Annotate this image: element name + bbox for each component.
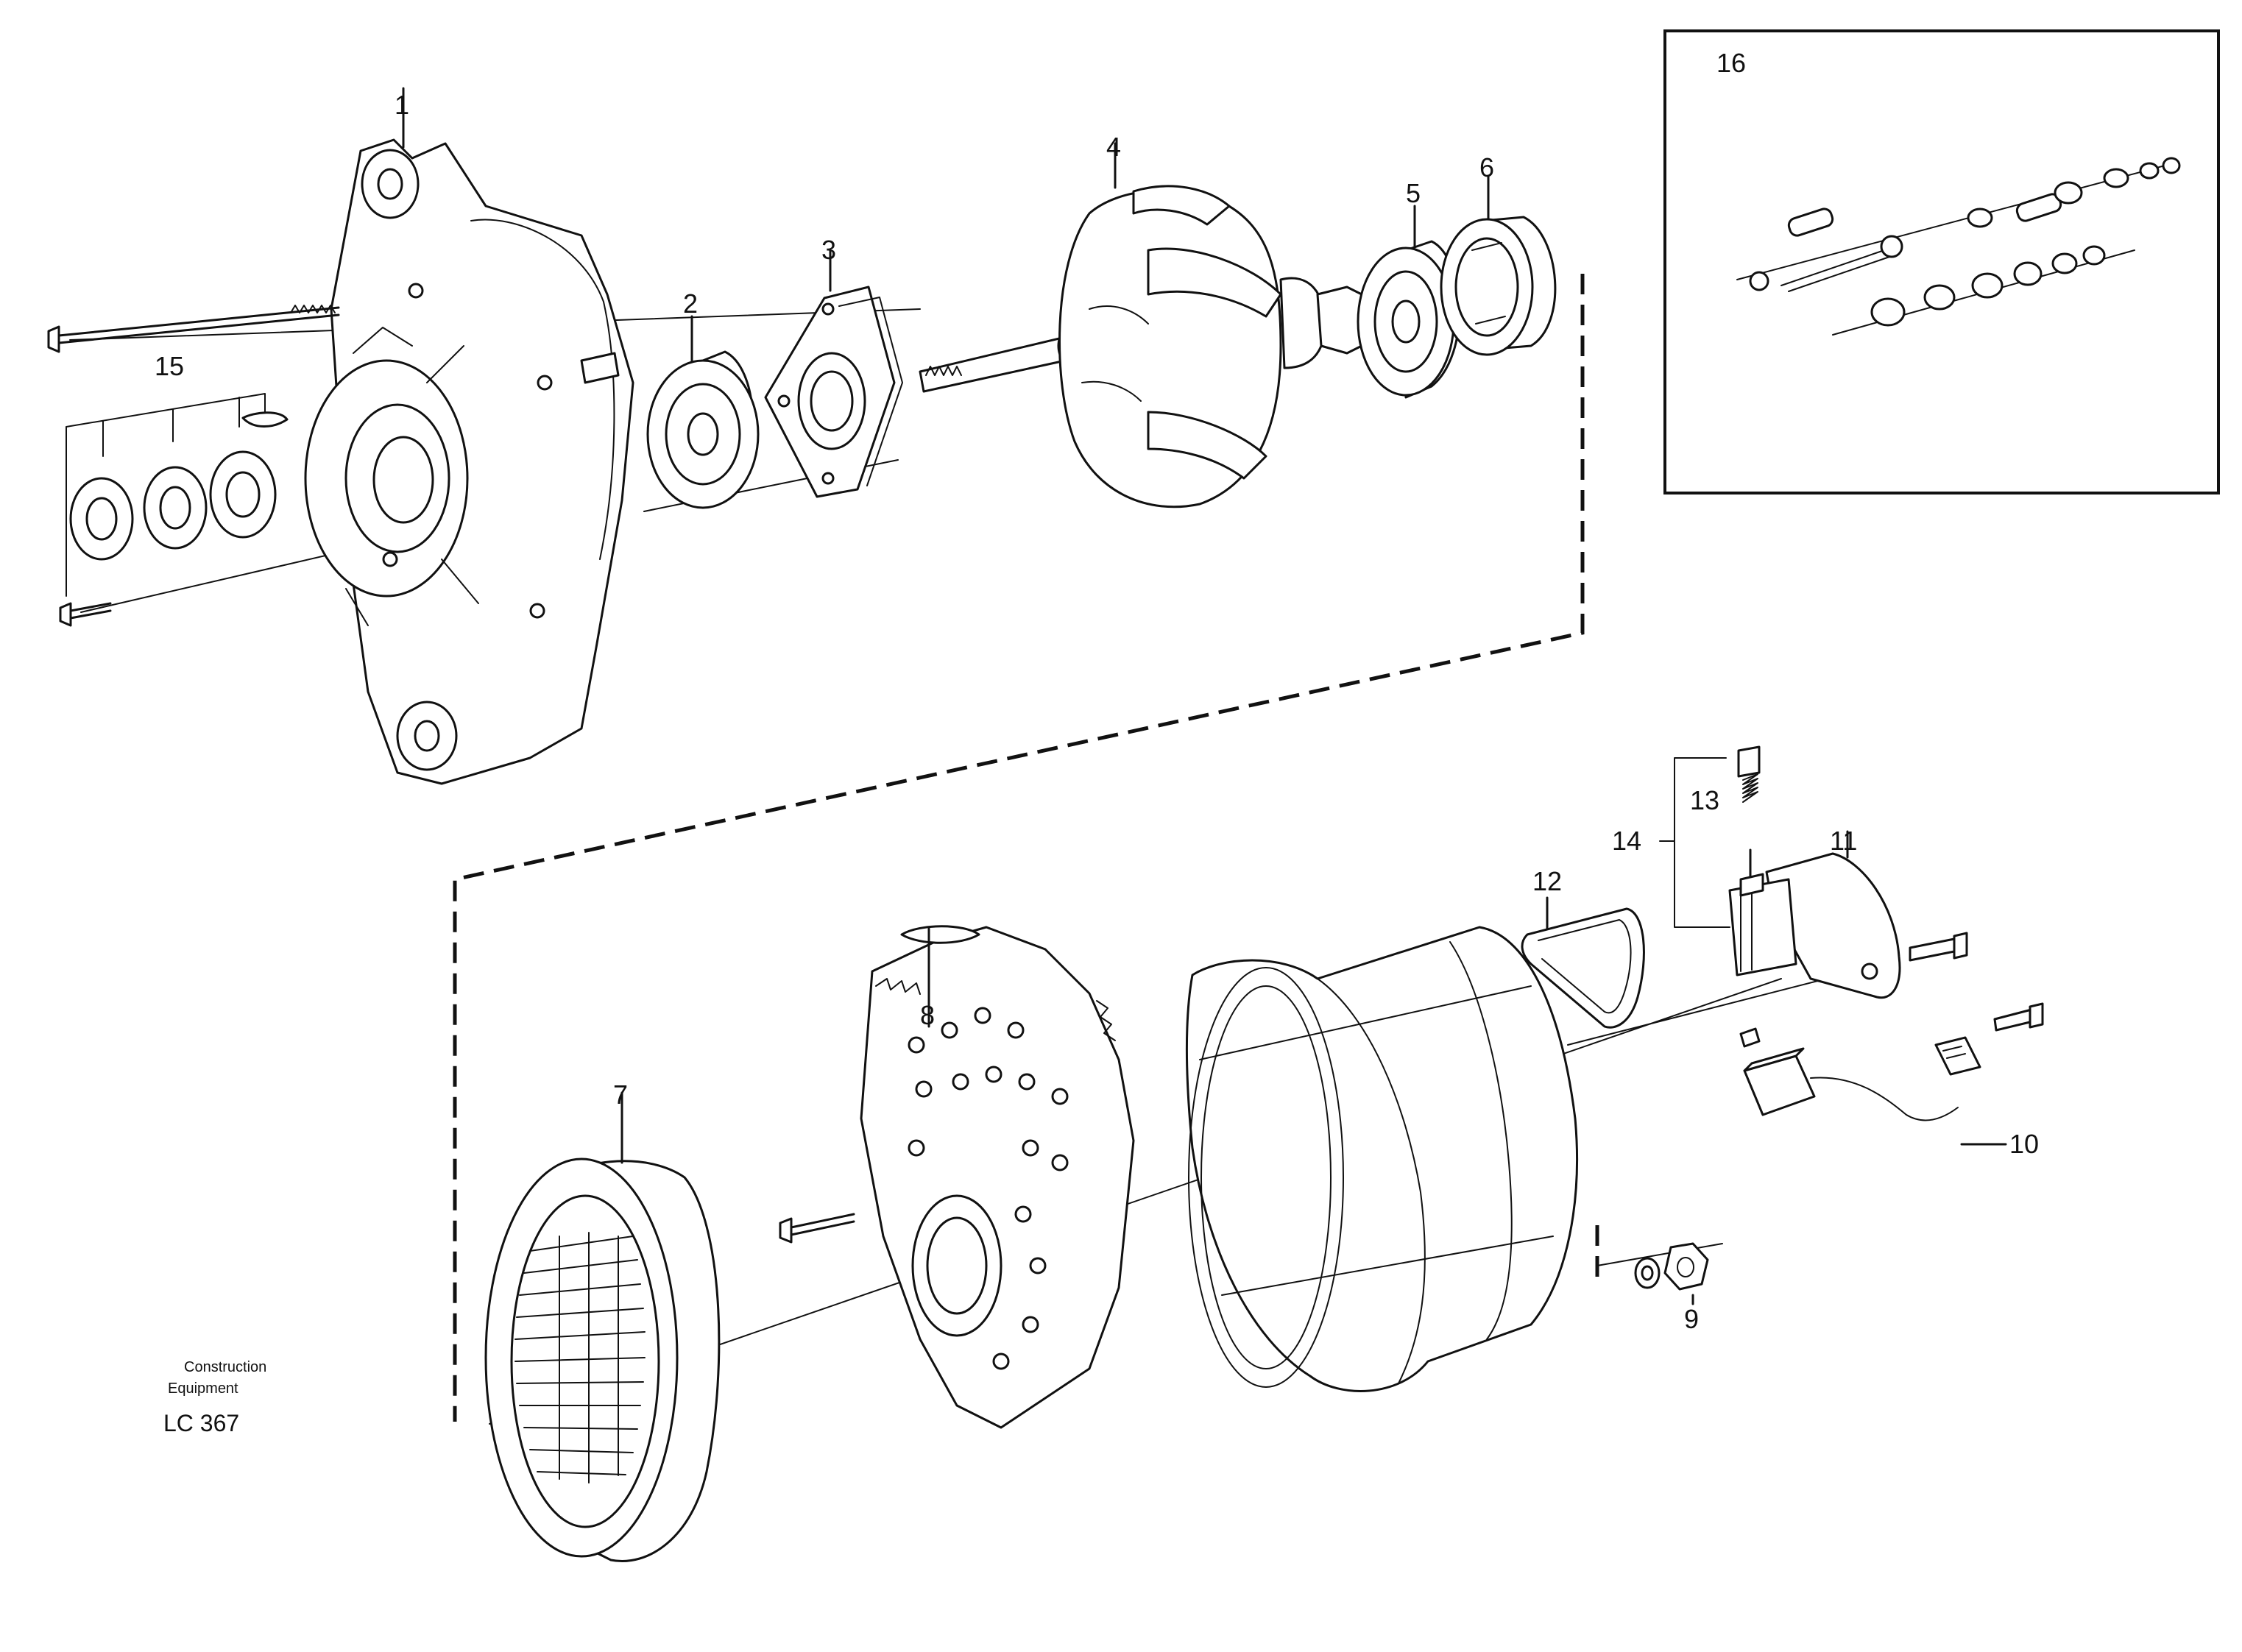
part-12-gasket: 12: [1521, 866, 1645, 1029]
drawing-code: LC 367: [163, 1410, 239, 1436]
inset-box-16: 16: [1663, 29, 2220, 494]
callout-2: 2: [683, 288, 698, 319]
callout-8: 8: [920, 1000, 935, 1030]
part-13-brush-spring: 13: [1690, 745, 1761, 877]
callout-6: 6: [1479, 152, 1494, 182]
part-11-brush-holder-bracket: 11: [1728, 826, 1968, 999]
callout-1: 1: [395, 90, 409, 120]
callout-12: 12: [1532, 866, 1562, 896]
drawing-footer: Construction Equipment LC 367: [163, 1359, 266, 1436]
part-10-suppression-capacitor: 10: [1739, 1002, 2044, 1159]
through-bolt-long: [47, 305, 340, 353]
callout-3: 3: [821, 235, 836, 265]
callout-15: 15: [155, 351, 184, 381]
part-9-nut-washer: 9: [1634, 1242, 1709, 1334]
inset-parts-kit: [1736, 157, 2181, 336]
brand-line-2: Equipment: [168, 1380, 238, 1397]
callout-14: 14: [1612, 826, 1641, 856]
part-7-stator: 7: [484, 1080, 721, 1562]
rectifier-diodes: [908, 1007, 1069, 1370]
part-2-ball-bearing: 2: [646, 288, 760, 509]
rear-housing-shell: [1186, 926, 1578, 1392]
callout-13: 13: [1690, 785, 1719, 815]
callout-10: 10: [2009, 1129, 2039, 1159]
callout-9: 9: [1684, 1304, 1699, 1334]
part-8-rectifier-plate: 8: [779, 925, 1135, 1429]
part-4-rotor: 4: [919, 132, 1385, 508]
callout-16: 16: [1716, 48, 1746, 78]
part-6-slip-ring: 6: [1440, 152, 1557, 356]
part-3-bearing-retainer-plate: 3: [764, 235, 903, 498]
part-14-brush-set-bracket: 14: [1612, 757, 1730, 928]
callout-11: 11: [1830, 826, 1857, 856]
part-15-nut-washer-set: 15: [66, 351, 289, 597]
callout-4: 4: [1106, 132, 1121, 162]
bolt-short: [59, 602, 112, 627]
callout-5: 5: [1406, 178, 1421, 208]
callout-7: 7: [613, 1080, 628, 1110]
brand-line-1: Construction: [184, 1359, 266, 1375]
part-1-drive-end-bracket: 1: [304, 87, 634, 785]
part-5-ball-bearing: 5: [1357, 178, 1460, 399]
assembly-link-dashed: [453, 274, 1585, 1422]
